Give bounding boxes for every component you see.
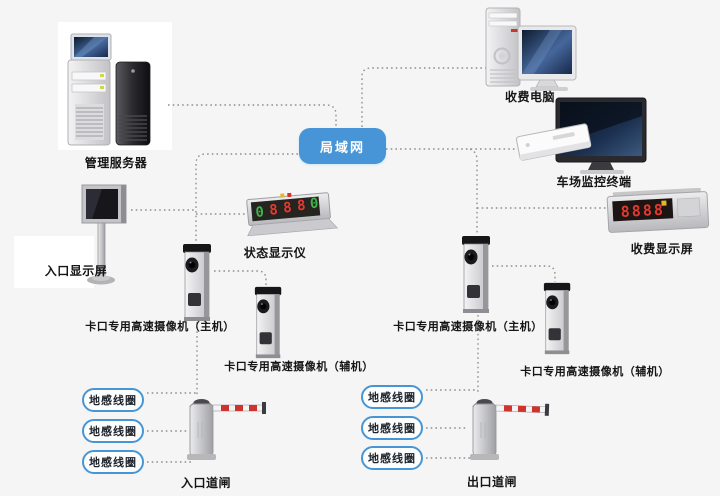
management-server-label: 管理服务器	[84, 156, 148, 170]
line-server-lan	[168, 104, 337, 127]
management-server-icon	[67, 33, 151, 146]
loop-coil-pill: 地感线圈	[82, 450, 144, 474]
monitor-terminal-label: 车场监控终端	[556, 175, 632, 189]
loop-coil-pill: 地感线圈	[361, 446, 423, 470]
status-display-icon: 0 8 8 8 0	[246, 192, 339, 237]
background-patch	[14, 236, 94, 288]
line-camRmain-camRaux	[492, 265, 556, 282]
entrance-barrier-label: 入口道闸	[180, 476, 232, 490]
loop-coil-label: 地感线圈	[89, 457, 137, 469]
entrance-display-icon	[81, 184, 127, 285]
line-camLmain-camLaux	[214, 270, 267, 287]
camera-left-aux-label: 卡口专用高速摄像机（辅机）	[224, 361, 374, 373]
status-display-label: 状态显示仪	[243, 246, 307, 260]
toll-display-label: 收费显示屏	[630, 242, 694, 256]
camera-left-main-label: 卡口专用高速摄像机（主机）	[85, 321, 235, 333]
status-char: 8	[283, 200, 293, 217]
camera-right-aux-icon	[543, 282, 571, 355]
monitor-terminal-icon	[516, 97, 647, 174]
entrance-barrier-icon	[187, 399, 266, 460]
loop-coil-label: 地感线圈	[89, 395, 137, 407]
loop-coil-pill: 地感线圈	[82, 419, 144, 443]
line-lan-camL	[195, 153, 298, 243]
status-char: 8	[269, 202, 279, 219]
camera-right-main-icon	[462, 236, 490, 313]
toll-display-icon: 8888	[606, 188, 710, 233]
line-lan-camR	[469, 148, 478, 234]
led-digits: 8888	[620, 201, 665, 221]
status-char: 0	[309, 196, 319, 213]
loop-coil-pill: 地感线圈	[82, 388, 144, 412]
status-char: 0	[255, 204, 265, 221]
exit-barrier-label: 出口道闸	[466, 475, 518, 489]
loop-coil-label: 地感线圈	[368, 423, 416, 435]
camera-right-aux-label: 卡口专用高速摄像机（辅机）	[520, 366, 670, 378]
line-lan-tollpc	[361, 67, 486, 127]
exit-barrier-icon	[470, 399, 550, 460]
loop-coil-pill: 地感线圈	[361, 416, 423, 440]
entrance-display-label: 入口显示屏	[44, 264, 108, 278]
loop-coil-label: 地感线圈	[89, 426, 137, 438]
status-char: 8	[296, 198, 306, 215]
loop-coil-pill: 地感线圈	[361, 385, 423, 409]
toll-computer-icon	[485, 7, 577, 91]
camera-left-aux-icon	[254, 286, 282, 359]
lan-label: 局域网	[319, 139, 365, 155]
loop-coil-label: 地感线圈	[368, 392, 416, 404]
loop-coil-label: 地感线圈	[368, 453, 416, 465]
toll-computer-label: 收费电脑	[504, 90, 556, 104]
camera-right-main-label: 卡口专用高速摄像机（主机）	[393, 321, 543, 333]
camera-left-main-icon	[183, 244, 211, 321]
lan-node: 局域网	[299, 128, 386, 164]
